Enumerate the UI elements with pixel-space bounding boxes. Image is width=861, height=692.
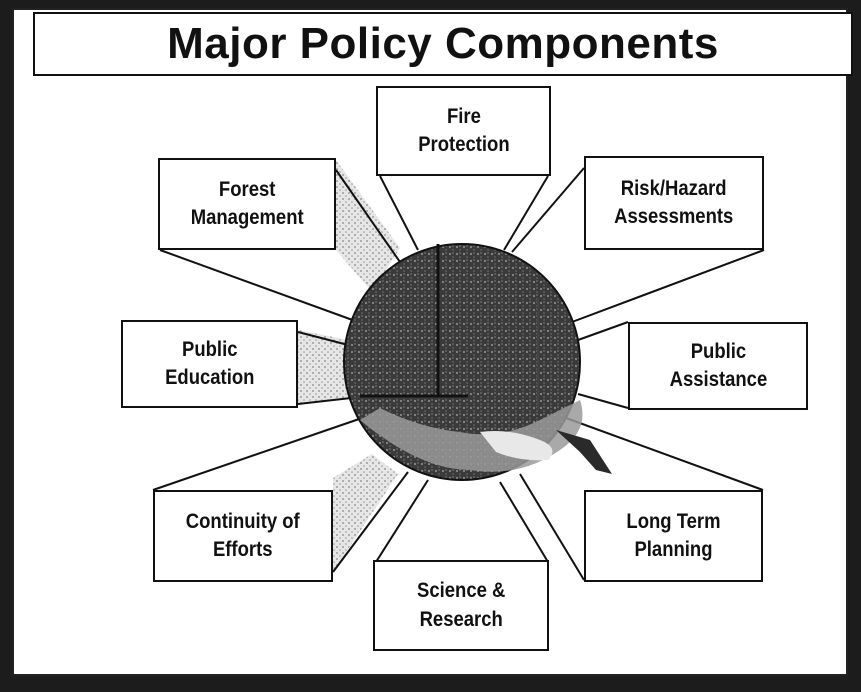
- long-term-planning-label: Long Term Planning: [626, 509, 721, 561]
- risk-hazard-label: Risk/Hazard Assessments: [614, 176, 734, 228]
- page-title: Major Policy Components: [167, 19, 719, 68]
- box-fire-protection: Fire Protection: [376, 86, 551, 176]
- title-box: Major Policy Components: [33, 12, 853, 76]
- box-long-term-planning: Long Term Planning: [584, 490, 763, 582]
- globe-icon: [343, 243, 612, 481]
- spoke-planning-top: [565, 417, 764, 491]
- spoke-science-right: [499, 481, 549, 563]
- box-risk-hazard: Risk/Hazard Assessments: [584, 156, 764, 250]
- spoke-planning-bottom: [519, 473, 585, 581]
- spoke-lines: [152, 167, 765, 581]
- spoke-fire-right: [503, 175, 549, 251]
- spoke-risk-top: [511, 167, 585, 253]
- box-public-education: Public Education: [121, 320, 298, 408]
- box-forest-management: Forest Management: [158, 158, 336, 250]
- spoke-risk-bottom: [571, 249, 765, 323]
- public-education-label: Public Education: [164, 337, 255, 389]
- box-public-assistance: Public Assistance: [628, 322, 808, 410]
- spoke-forest-bottom: [159, 249, 359, 323]
- spoke-education-top: [297, 331, 353, 347]
- spoke-continuity-top: [152, 417, 363, 491]
- box-continuity: Continuity of Efforts: [153, 490, 333, 582]
- spoke-science-left: [375, 479, 429, 563]
- forest-management-label: Forest Management: [190, 177, 304, 229]
- continuity-label: Continuity of Efforts: [186, 509, 300, 561]
- spoke-assistance-top: [577, 321, 629, 341]
- science-research-label: Science & Research: [416, 579, 506, 631]
- wedge-continuity: [333, 454, 398, 572]
- spoke-continuity-bottom: [332, 471, 409, 573]
- box-science-research: Science & Research: [373, 560, 549, 651]
- spoke-assistance-bottom: [577, 393, 629, 409]
- spoke-fire-left: [379, 175, 419, 251]
- public-assistance-label: Public Assistance: [669, 339, 767, 391]
- fire-protection-label: Fire Protection: [417, 104, 510, 156]
- spoke-forest-top: [335, 169, 401, 263]
